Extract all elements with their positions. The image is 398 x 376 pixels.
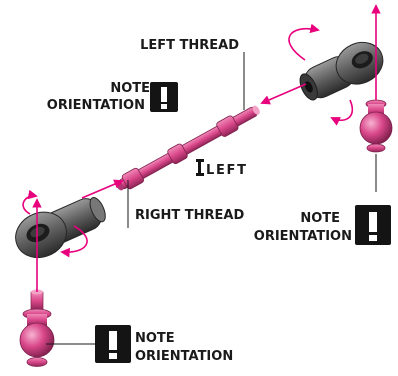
note-bottom-line1: NOTE: [135, 331, 175, 346]
left-thread-label: LEFT THREAD: [140, 38, 239, 53]
rotation-arrow-bottom-left-icon: [60, 225, 88, 258]
leader-lines: [46, 52, 377, 345]
rotation-arrow-top-right-icon: [288, 23, 320, 61]
note-top-line2: ORIENTATION: [47, 98, 145, 113]
rod-end-bottom-left: [15, 197, 106, 259]
right-thread-label: RIGHT THREAD: [135, 208, 244, 223]
rod-end-top-right: [299, 41, 384, 101]
left-thread-marker-icon: LEFT: [196, 159, 246, 178]
note-orientation-bottom: NOTE ORIENTATION: [95, 325, 233, 364]
arrow-insert-bottom-left-icon: [81, 179, 124, 199]
warning-icon: [150, 82, 178, 112]
rotation-arrow-bottom-right-icon: [330, 99, 354, 126]
note-bottom-line2: ORIENTATION: [135, 349, 233, 364]
rotation-arrow-left-icon: [22, 189, 38, 215]
note-right-line2: ORIENTATION: [254, 229, 352, 244]
warning-icon: [355, 205, 391, 245]
note-right-line1: NOTE: [300, 211, 340, 226]
warning-icon: [95, 325, 131, 363]
note-orientation-right: NOTE ORIENTATION: [254, 205, 391, 245]
note-top-line1: NOTE: [110, 81, 150, 96]
ball-stud-top-right: [359, 99, 393, 153]
arrow-insert-top-right-icon: [260, 83, 307, 105]
ball-stud-bottom-left: [19, 289, 55, 367]
motion-arrows: [22, 4, 381, 292]
turnbuckle-rod: [116, 105, 260, 191]
left-marker-label: LEFT: [206, 163, 246, 178]
note-orientation-top: NOTE ORIENTATION: [47, 81, 178, 113]
